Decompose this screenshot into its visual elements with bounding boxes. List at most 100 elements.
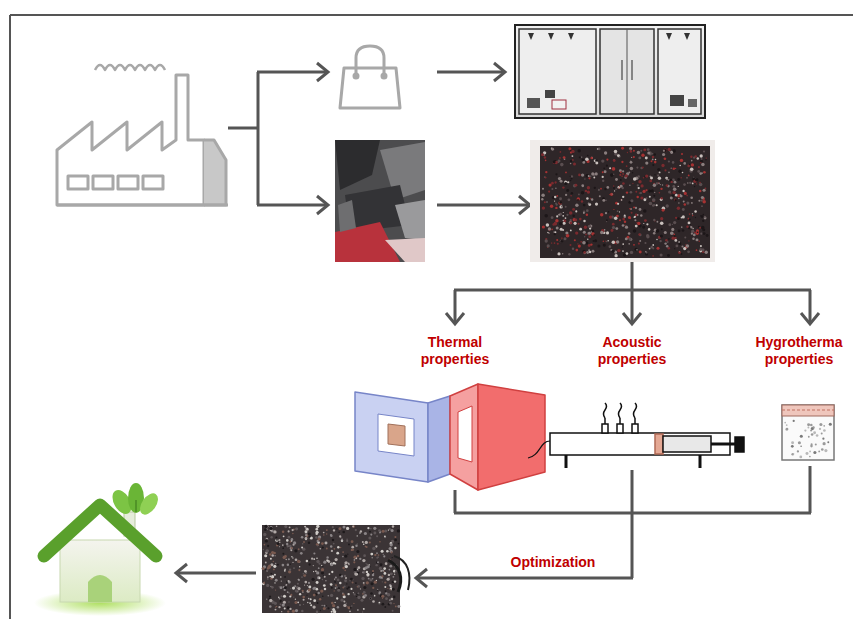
- speckle: [275, 537, 277, 539]
- speckle: [376, 552, 378, 554]
- speckle: [392, 557, 393, 558]
- speckle: [275, 563, 277, 565]
- speckle: [326, 556, 328, 558]
- speckle: [589, 251, 591, 253]
- speckle: [603, 167, 605, 169]
- speckle: [355, 544, 357, 546]
- speckle: [687, 165, 690, 168]
- speckle: [574, 219, 577, 222]
- speckle: [385, 597, 388, 600]
- speckle: [359, 558, 361, 560]
- speckle: [608, 211, 610, 213]
- speckle: [276, 606, 278, 608]
- speckle: [649, 248, 651, 250]
- speckle: [615, 178, 618, 181]
- speckle: [568, 253, 570, 255]
- speckle: [673, 168, 676, 171]
- speckle: [602, 176, 604, 178]
- speckle: [785, 428, 788, 431]
- speckle: [570, 222, 573, 225]
- speckle: [294, 601, 297, 604]
- speckle: [302, 596, 305, 599]
- speckle: [390, 550, 393, 553]
- speckle: [614, 150, 618, 154]
- speckle: [320, 548, 322, 550]
- speckle: [644, 242, 646, 244]
- speckle: [286, 543, 288, 545]
- speckle: [287, 564, 290, 567]
- speckle: [576, 249, 579, 252]
- speckle: [630, 199, 633, 202]
- speckle: [317, 576, 320, 579]
- speckle: [311, 558, 313, 560]
- speckle: [397, 529, 400, 532]
- speckle: [691, 202, 693, 204]
- speckle: [273, 565, 276, 568]
- speckle: [593, 177, 595, 179]
- speckle: [692, 228, 693, 229]
- speckle: [346, 540, 348, 542]
- speckle: [340, 598, 343, 601]
- speckle: [611, 250, 614, 253]
- speckle: [812, 427, 815, 430]
- speckle: [631, 212, 633, 214]
- speckle: [821, 433, 823, 435]
- speckle: [374, 581, 377, 584]
- speckle: [324, 576, 326, 578]
- speckle: [330, 534, 332, 536]
- speckle: [299, 604, 300, 605]
- speckle: [295, 558, 298, 561]
- speckle: [388, 529, 389, 530]
- speckle: [282, 553, 284, 555]
- speckle: [610, 193, 613, 196]
- speckle: [581, 156, 582, 157]
- speckle: [591, 231, 593, 233]
- speckle: [811, 443, 813, 445]
- speckle: [588, 232, 591, 235]
- speckle: [693, 157, 695, 159]
- speckle: [627, 152, 628, 153]
- speckle: [368, 578, 370, 580]
- speckle: [555, 207, 557, 209]
- speckle: [273, 530, 276, 533]
- speckle: [288, 558, 290, 560]
- speckle: [699, 227, 701, 229]
- speckle: [804, 429, 806, 431]
- speckle: [554, 222, 557, 225]
- speckle: [560, 240, 563, 243]
- speckle: [703, 189, 705, 191]
- speckle: [666, 184, 669, 187]
- speckle: [262, 582, 265, 585]
- speckle: [357, 586, 358, 587]
- speckle: [696, 249, 698, 251]
- speckle: [581, 173, 584, 176]
- speckle: [263, 582, 265, 584]
- speckle: [637, 151, 640, 154]
- speckle: [583, 220, 586, 223]
- speckle: [302, 543, 304, 545]
- speckle: [628, 237, 631, 240]
- speckle: [363, 582, 365, 584]
- speckle: [380, 570, 382, 572]
- speckle: [316, 611, 319, 614]
- speckle: [320, 610, 321, 611]
- speckle: [601, 159, 604, 162]
- speckle: [355, 529, 357, 531]
- speckle: [321, 605, 322, 606]
- speckle: [282, 564, 285, 567]
- speckle: [692, 215, 693, 216]
- speckle: [566, 214, 568, 216]
- speckle: [288, 536, 291, 539]
- speckle: [599, 195, 601, 197]
- speckle: [335, 577, 337, 579]
- speckle: [560, 240, 563, 243]
- speckle: [691, 230, 694, 233]
- speckle: [332, 526, 334, 528]
- speckle: [645, 161, 648, 164]
- speckle: [270, 558, 272, 560]
- speckle: [544, 156, 547, 159]
- speckle: [563, 220, 564, 221]
- speckle: [660, 188, 662, 190]
- speckle: [588, 235, 591, 238]
- speckle: [570, 229, 572, 231]
